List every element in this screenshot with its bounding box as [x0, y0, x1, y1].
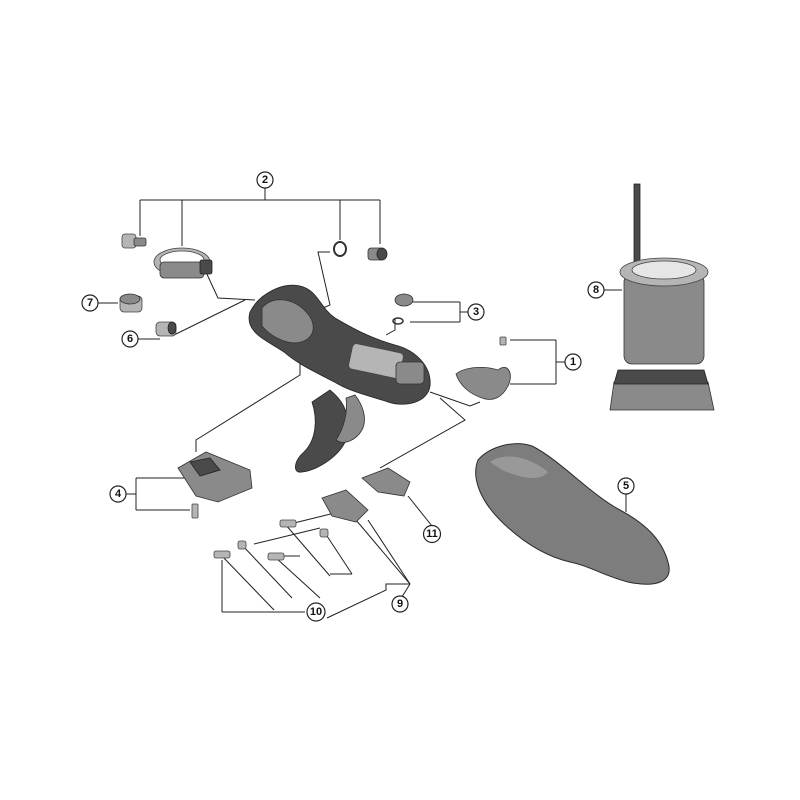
top-cap-part	[392, 293, 414, 325]
callout-7: 7	[81, 294, 99, 312]
svg-text:5: 5	[623, 480, 629, 492]
tool-part	[609, 183, 715, 411]
o-ring-part	[333, 241, 347, 257]
callout-1: 1	[564, 353, 582, 371]
callout-9: 9	[391, 595, 409, 613]
svg-text:4: 4	[115, 488, 122, 500]
bolt-left-part	[121, 233, 147, 249]
callout-4: 4	[109, 485, 127, 503]
lever-body-part	[248, 284, 431, 473]
bolt-right-part	[367, 247, 388, 261]
svg-text:9: 9	[397, 598, 403, 610]
hood-part	[475, 443, 670, 585]
callout-2: 2	[256, 171, 274, 189]
side-cover-part	[455, 336, 511, 400]
callout-5: 5	[617, 477, 635, 495]
callout-6: 6	[121, 330, 139, 348]
svg-text:3: 3	[473, 306, 479, 318]
svg-text:11: 11	[426, 528, 438, 540]
bottom-cover-part	[177, 451, 253, 519]
plate-a-part	[321, 489, 369, 523]
leader-lines	[98, 188, 627, 619]
callout-11: 11	[422, 524, 442, 544]
svg-text:1: 1	[570, 356, 576, 368]
svg-text:6: 6	[127, 333, 133, 345]
band-clamp-part	[153, 247, 213, 279]
svg-text:2: 2	[262, 174, 268, 186]
callout-10: 10	[306, 602, 326, 622]
screws-part	[213, 519, 329, 561]
plate-b-part	[361, 467, 411, 497]
svg-text:10: 10	[310, 606, 322, 618]
svg-text:8: 8	[593, 284, 599, 296]
callout-8: 8	[587, 281, 605, 299]
callout-3: 3	[467, 303, 485, 321]
adjuster-part	[119, 293, 143, 313]
svg-text:7: 7	[87, 297, 93, 309]
cable-stop-part	[155, 321, 177, 337]
